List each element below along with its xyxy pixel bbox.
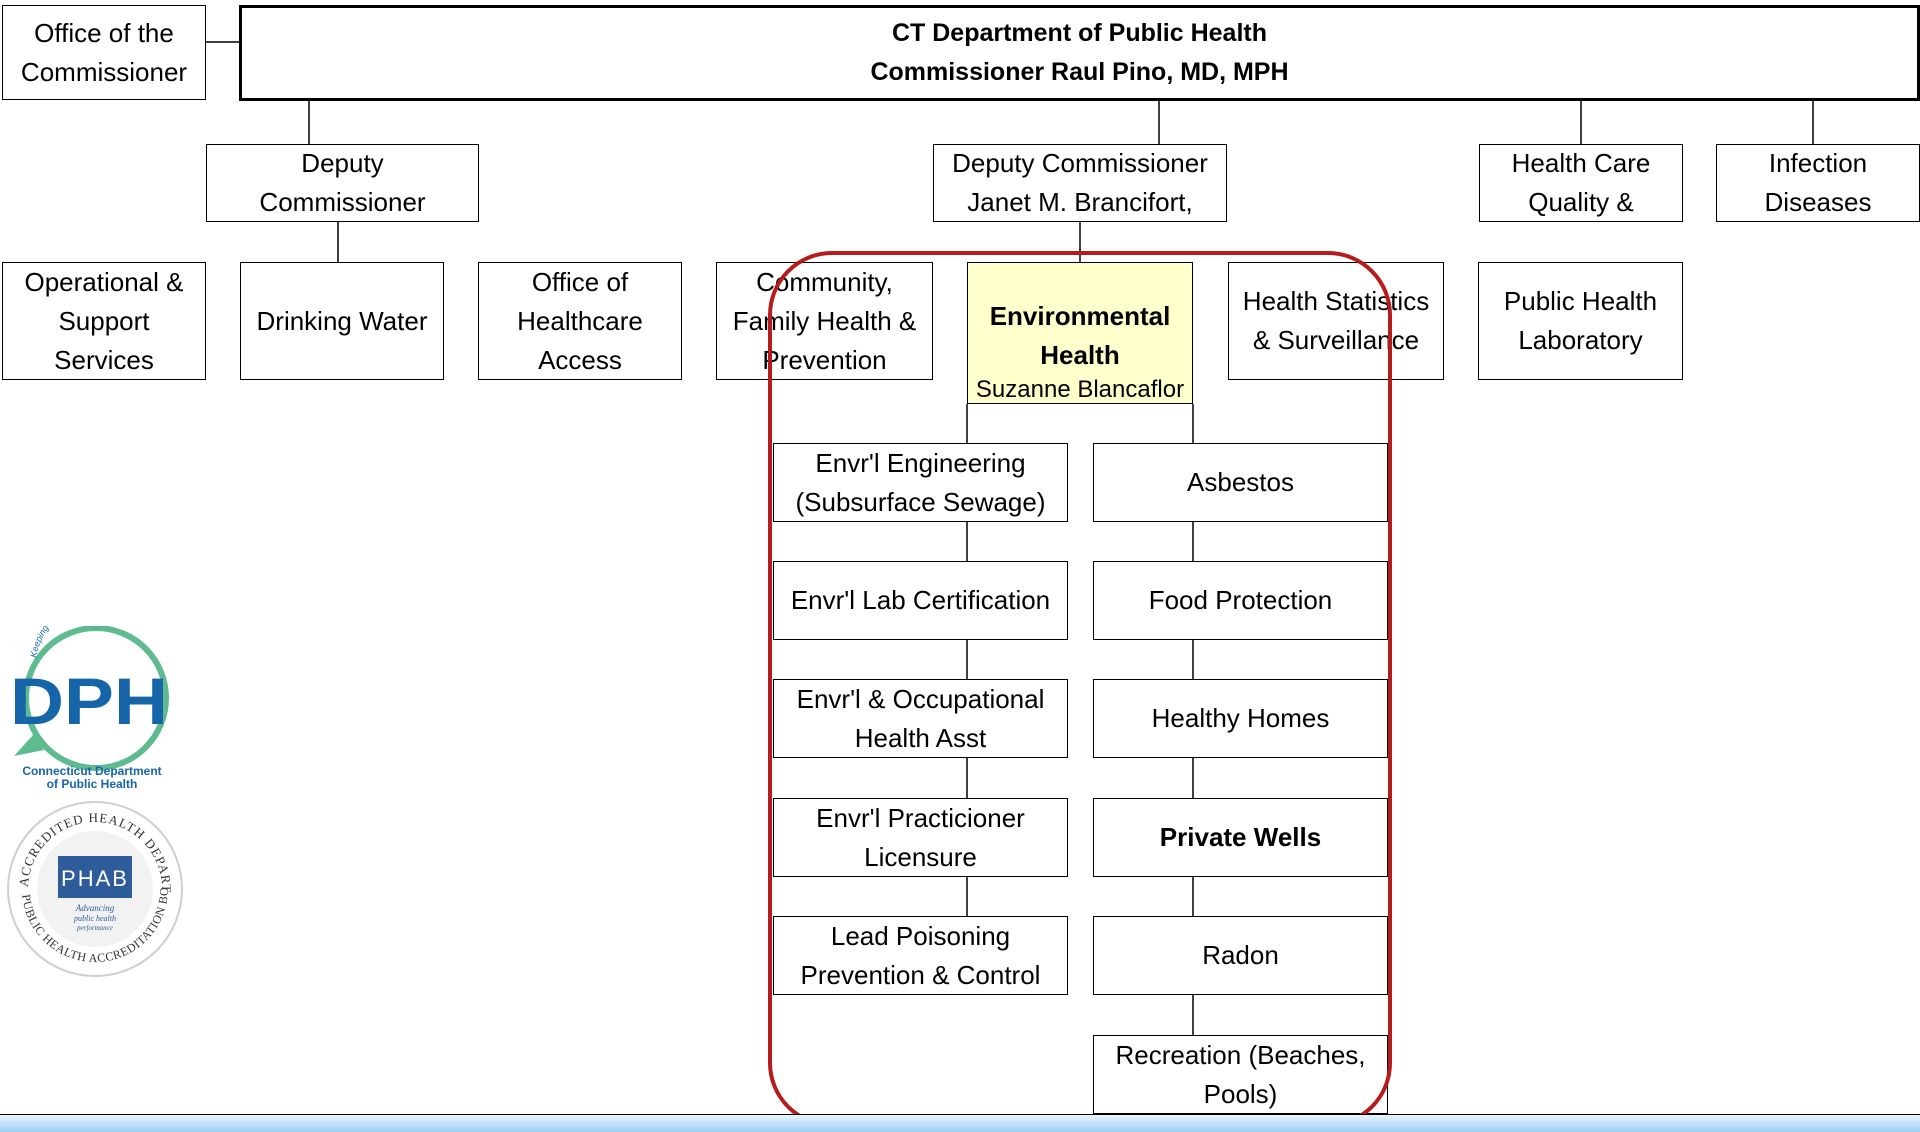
dph-logo: Keeping Connecticut Healthy DPH Connecti… [10,626,169,791]
box-label-line: Healthy Homes [1151,703,1330,733]
dph-logo-letters: DPH [10,664,168,738]
slide-footer-bar [0,1114,1920,1132]
box-label-line: Operational & [24,266,184,297]
environmental-health-director: Suzanne Blancaflor [975,376,1185,403]
box-label-line: Radon [1202,940,1279,970]
environmental-health-box: Environmental Health Suzanne Blancaflor [967,262,1193,404]
box-label-line: Envr'l Lab Certification [790,585,1051,615]
health-care-quality-box: Health Care Quality & [1479,144,1683,222]
dph-logo-speech-tail [14,734,44,756]
box-label-line: Infection [1768,148,1868,178]
box-label-line: Pools) [1203,1078,1278,1109]
phab-seal-motto-line-2: public health [73,914,116,923]
box-label-line: Healthcare [517,305,643,336]
office-of-healthcare-access-box: Office of Healthcare Access [478,262,682,380]
deputy-commissioner-janet-box: Deputy Commissioner Janet M. Brancifort, [933,144,1227,222]
box-label-line: Health Asst [854,722,987,753]
department-of-public-health-box: CT Department of Public Health Commissio… [239,5,1920,101]
box-label-line: Access [538,344,622,375]
asbestos-box: Asbestos [1093,443,1388,522]
box-label-line: Office of the [34,17,174,48]
healthy-homes-box: Healthy Homes [1093,679,1388,758]
phab-seal-motto-line-3: performance [76,924,113,932]
phab-seal-motto-line-1: Advancing [75,903,115,913]
box-label-line: Services [54,344,154,375]
box-label-line: Diseases [1764,187,1872,217]
box-label-line: (Subsurface Sewage) [795,486,1046,517]
box-label-line: Commissioner [259,187,426,217]
deputy-commissioner-box: Deputy Commissioner [206,144,479,222]
box-label-line: Prevention [762,344,887,375]
box-label-line: Private Wells [1159,822,1322,852]
infection-diseases-box: Infection Diseases [1716,144,1920,222]
box-label-line: Laboratory [1518,325,1643,355]
box-label-line: Lead Poisoning [830,920,1011,951]
box-label-line: Licensure [864,841,977,872]
dph-logo-ring [23,626,169,771]
box-label-line: Food Protection [1148,585,1333,615]
box-label-line: Deputy Commissioner [952,148,1208,178]
private-wells-box: Private Wells [1093,798,1388,877]
box-label-line: Drinking Water [256,305,428,336]
box-label-line: Envr'l & Occupational [796,683,1045,714]
box-label-line: Health Care [1511,148,1651,178]
box-label-line: Envr'l Engineering [815,447,1026,478]
dph-logo-name-line-2: of Public Health [47,777,138,791]
box-label-line: Support [58,305,150,336]
radon-box: Radon [1093,916,1388,995]
box-label-line: Public Health [1503,286,1658,316]
box-label-line: Quality & [1528,187,1634,217]
box-label-line: Asbestos [1187,467,1294,497]
envrl-engineering-box: Envr'l Engineering (Subsurface Sewage) [773,443,1068,522]
public-health-laboratory-box: Public Health Laboratory [1478,262,1683,380]
office-of-commissioner-box: Office of the Commissioner [2,5,206,100]
box-label-line: Commissioner [20,56,188,87]
environmental-health-highlight-ring [768,251,1392,1127]
environmental-health-title: Health [1040,340,1120,370]
operational-support-services-box: Operational & Support Services [2,262,206,380]
box-label-line: Prevention & Control [800,959,1041,990]
commissioner-name: Commissioner Raul Pino, MD, MPH [870,58,1289,86]
envrl-lab-certification-box: Envr'l Lab Certification [773,561,1068,640]
box-label-line: Janet M. Brancifort, [967,187,1193,217]
environmental-health-title: Environmental [989,301,1171,331]
box-label-line: Recreation (Beaches, [1115,1039,1366,1070]
phab-accreditation-seal: ACCREDITED HEALTH DEPARTMENT PUBLIC HEAL… [6,800,183,977]
department-name: CT Department of Public Health [891,19,1268,47]
envrl-practicioner-licensure-box: Envr'l Practicioner Licensure [773,798,1068,877]
envrl-occupational-health-box: Envr'l & Occupational Health Asst [773,679,1068,758]
box-label-line: Office of [531,266,629,297]
box-label-line: Deputy [301,148,384,178]
box-label-line: Envr'l Practicioner [816,802,1025,833]
drinking-water-box: Drinking Water [240,262,444,380]
phab-seal-letters: PHAB [61,866,129,891]
dph-logo-name-line-1: Connecticut Department [22,764,161,778]
lead-poisoning-prevention-box: Lead Poisoning Prevention & Control [773,916,1068,995]
food-protection-box: Food Protection [1093,561,1388,640]
phab-seal-letters-box [58,856,132,898]
